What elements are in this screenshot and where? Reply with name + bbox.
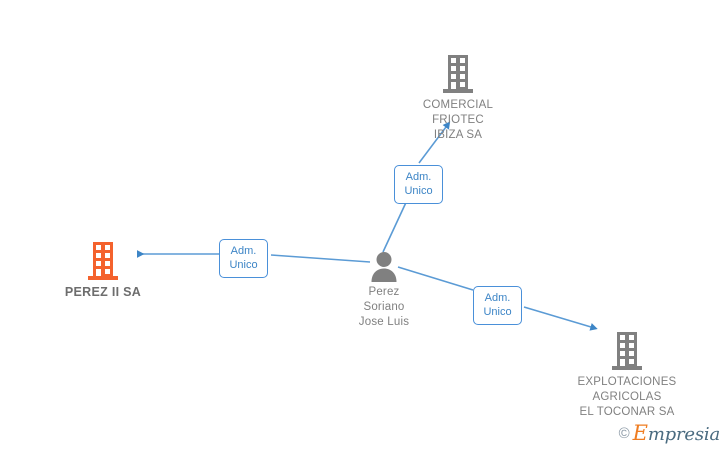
edge-label-to-toconar[interactable]: Adm. Unico: [473, 286, 522, 325]
building-icon: [547, 332, 707, 372]
building-icon: [23, 242, 183, 282]
node-label: COMERCIAL FRIOTEC IBIZA SA: [422, 99, 494, 141]
node-label: Perez Soriano Jose Luis: [358, 286, 410, 328]
empresia-watermark: © Empresia: [618, 421, 721, 445]
node-explotaciones-agricolas-el-toconar[interactable]: EXPLOTACIONES AGRICOLAS EL TOCONAR SA: [547, 332, 707, 420]
edge-to-friotec: [382, 121, 451, 253]
edge-to-toconar: [397, 266, 598, 331]
brand-rest: mpresia: [647, 424, 720, 445]
node-perez-ii-sa[interactable]: PEREZ II SA: [23, 242, 183, 300]
edge-label-to-friotec[interactable]: Adm. Unico: [394, 165, 443, 204]
node-perez-soriano-jose-luis[interactable]: Perez Soriano Jose Luis: [304, 250, 464, 330]
copyright-icon: ©: [618, 425, 630, 442]
edge-to-perez-ii: [137, 250, 371, 263]
building-icon: [378, 55, 538, 95]
brand-wordmark: Empresia: [632, 421, 721, 445]
edge-label-to-perez-ii[interactable]: Adm. Unico: [219, 239, 268, 278]
node-label: EXPLOTACIONES AGRICOLAS EL TOCONAR SA: [577, 376, 677, 418]
node-comercial-friotec-ibiza[interactable]: COMERCIAL FRIOTEC IBIZA SA: [378, 30, 538, 143]
brand-initial: E: [632, 421, 648, 445]
person-icon: [304, 250, 464, 282]
node-label: PEREZ II SA: [64, 285, 142, 299]
